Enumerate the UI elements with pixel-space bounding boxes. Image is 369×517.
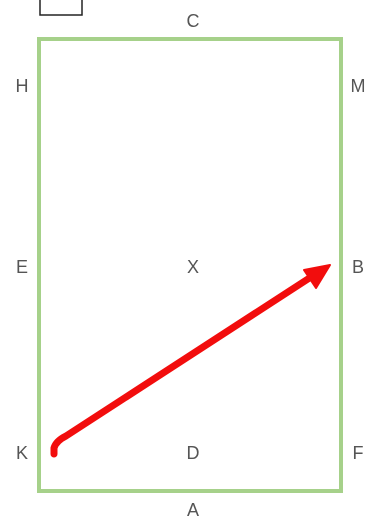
arena-border (37, 37, 343, 493)
letter-left-lower: K (16, 443, 28, 463)
route-arrow-line (50, 273, 315, 458)
letter-bottom: A (187, 500, 199, 517)
corner-box (39, 0, 83, 16)
letter-center: X (187, 257, 199, 277)
letter-left-upper: H (16, 76, 29, 96)
letter-right-lower: F (353, 443, 364, 463)
route-arrow-head (303, 264, 331, 289)
letter-right-upper: M (351, 76, 366, 96)
letter-left-middle: E (16, 257, 28, 277)
letter-right-middle: B (352, 257, 364, 277)
letter-center-lower: D (187, 443, 200, 463)
letter-top: C (187, 11, 200, 31)
